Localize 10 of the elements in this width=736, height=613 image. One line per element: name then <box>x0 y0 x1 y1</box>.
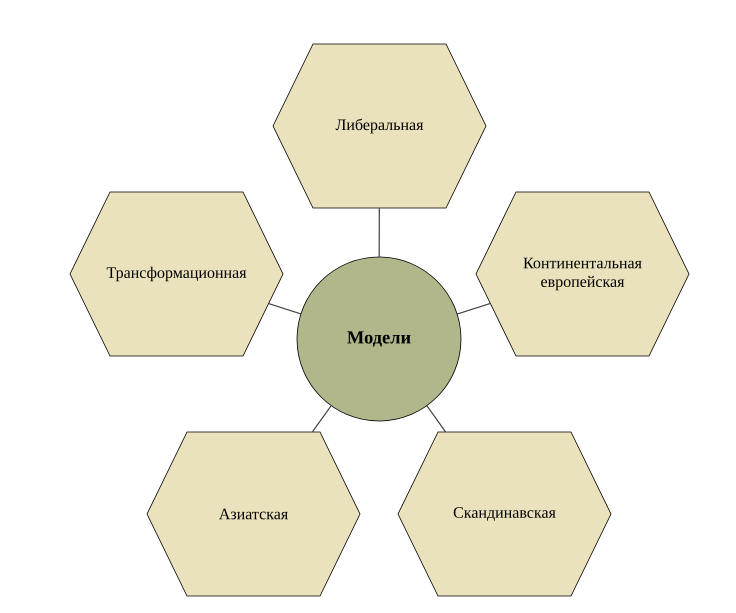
hexagon: Скандинавская <box>398 432 612 596</box>
connector-line <box>268 303 301 314</box>
hexagon: Азиатская <box>146 432 360 596</box>
hexagon: Трансформационная <box>70 192 284 356</box>
connector-line <box>426 406 446 432</box>
connector-line <box>457 302 490 314</box>
connector-line <box>312 406 332 432</box>
hexagon: Континентальная европейская <box>476 192 690 356</box>
hexagon: Либеральная <box>272 44 486 208</box>
connector-line <box>378 208 380 257</box>
